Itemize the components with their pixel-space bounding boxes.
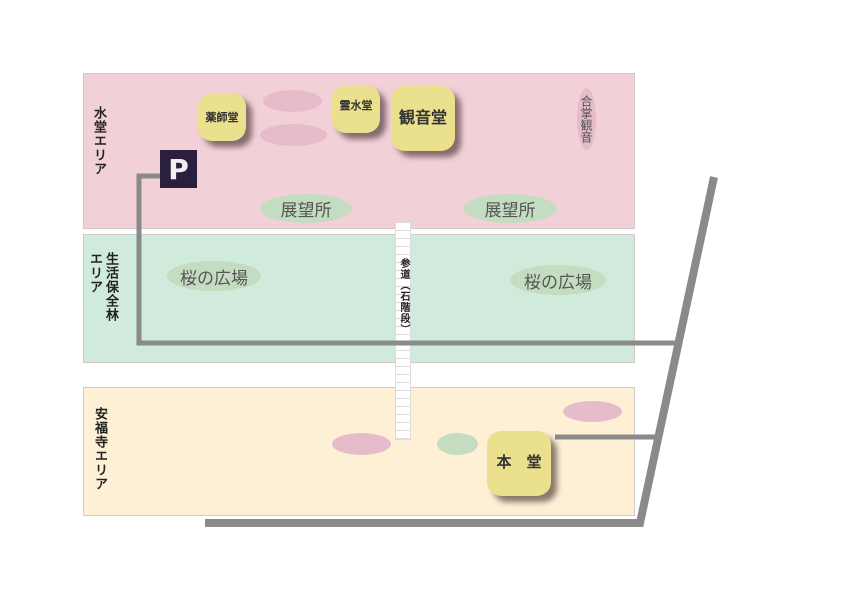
kannondo: 観音堂: [391, 86, 455, 151]
sakura-plaza-2: 桜の広場: [510, 265, 606, 295]
road-parking: [136, 173, 676, 346]
pink-spot: [260, 124, 327, 146]
pink-spot: [332, 433, 391, 455]
sakura-plaza-1: 桜の広場: [167, 261, 261, 291]
pink-spot: [263, 90, 322, 112]
zone-label-suido: 水堂エリア: [91, 106, 106, 176]
parking-icon: P: [160, 150, 197, 188]
reisuido: 霊水堂: [332, 85, 380, 133]
zone-label-forest-area: エリア: [87, 252, 102, 294]
road-main: [205, 176, 718, 527]
gassho-kannon: 合掌観音: [577, 88, 596, 150]
hondo: 本 堂: [487, 431, 551, 496]
yakushido: 薬師堂: [198, 93, 246, 141]
viewpoint-2: 展望所: [463, 194, 557, 223]
zone-label-forest: 生活保全林: [103, 252, 118, 322]
zone-label-anpukuji: 安福寺エリア: [92, 407, 107, 491]
approach-label: 参道（石階段）: [398, 258, 409, 335]
green-spot: [437, 433, 478, 455]
viewpoint-1: 展望所: [260, 194, 352, 223]
pink-spot: [563, 401, 622, 422]
stone-stairs: [395, 222, 411, 440]
